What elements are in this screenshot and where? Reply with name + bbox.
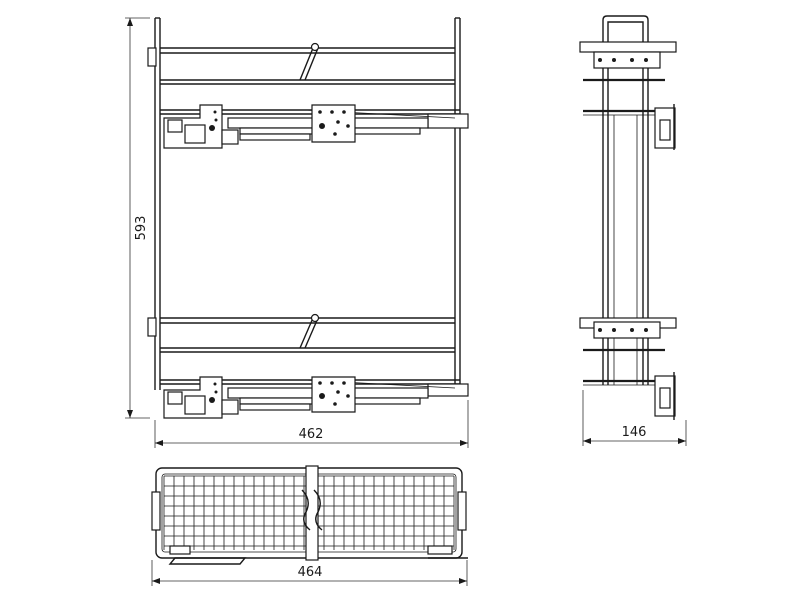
side-depth-label: 146 [622, 425, 647, 440]
height-label: 593 [134, 216, 149, 241]
front-width-dimension: 462 [154, 400, 469, 448]
top-view [151, 465, 468, 565]
side-depth-dimension: 146 [582, 390, 687, 446]
front-view [147, 17, 469, 419]
side-view [579, 15, 677, 420]
front-width-label: 462 [299, 427, 324, 442]
top-width-dimension: 464 [151, 560, 468, 586]
top-width-label: 464 [298, 565, 323, 580]
front-height-dimension: 593 [125, 17, 150, 419]
